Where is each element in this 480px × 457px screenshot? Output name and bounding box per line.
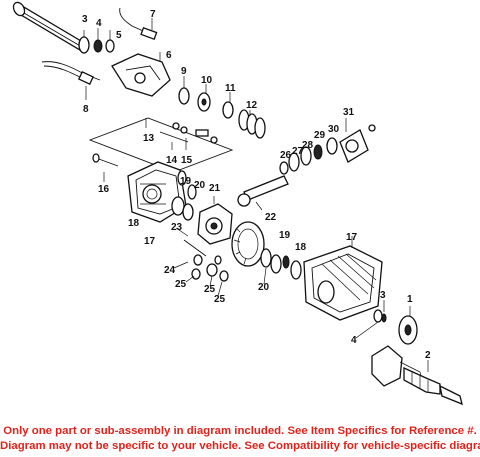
callout-20-left: 20 <box>194 180 206 191</box>
callout-27: 27 <box>292 146 304 157</box>
axle-tube-bracket <box>111 52 171 97</box>
callout-19-right: 19 <box>279 230 291 241</box>
vent-pin <box>92 153 119 182</box>
callout-17-left: 17 <box>144 236 156 247</box>
callout-5: 5 <box>116 30 122 41</box>
callout-20-right: 20 <box>258 282 270 293</box>
callout-labels: 3 4 5 7 6 8 9 10 11 12 13 14 15 16 18 17… <box>82 9 431 361</box>
callout-7: 7 <box>150 9 156 20</box>
callout-28: 28 <box>302 140 314 151</box>
carrier-housing-right <box>303 236 383 321</box>
notice-line-2: Diagram may not be specific to your vehi… <box>0 440 480 452</box>
callout-18: 18 <box>128 218 140 229</box>
seal-bearing-set <box>78 28 115 54</box>
callout-17-right: 17 <box>346 232 358 243</box>
left-axle-shaft <box>12 1 88 51</box>
callout-13: 13 <box>143 133 155 144</box>
notice-line-1: Only one part or sub-assembly in diagram… <box>3 425 477 437</box>
callout-4: 4 <box>96 18 102 29</box>
callout-25-c: 25 <box>214 294 226 305</box>
callout-26: 26 <box>280 150 292 161</box>
callout-25-b: 25 <box>204 284 216 295</box>
callout-16: 16 <box>98 184 110 195</box>
callout-4-right: 4 <box>351 335 357 346</box>
callout-1: 1 <box>407 294 413 305</box>
exploded-parts-diagram: 3 4 5 7 6 8 9 10 11 12 13 14 15 16 18 17… <box>12 1 463 406</box>
callout-8: 8 <box>83 104 89 115</box>
callout-14: 14 <box>166 155 178 166</box>
spider-gears <box>183 239 229 282</box>
callout-18-right: 18 <box>295 242 307 253</box>
cv-axle-shaft <box>371 345 463 406</box>
pinion-yoke-assembly <box>279 118 376 175</box>
callout-11: 11 <box>225 83 236 94</box>
sensor-harness <box>119 7 158 40</box>
callout-25-a: 25 <box>175 279 187 290</box>
locker-actuator <box>88 117 234 173</box>
diff-carrier <box>171 196 233 245</box>
output-flange-set <box>373 300 418 345</box>
callout-3-right: 3 <box>380 290 386 301</box>
wiring-harness-8 <box>41 61 101 100</box>
pinion-gear <box>237 175 289 211</box>
callout-23: 23 <box>171 222 183 233</box>
side-bearings-right <box>260 248 302 280</box>
reference-notice: Only one part or sub-assembly in diagram… <box>0 420 480 457</box>
callout-6: 6 <box>166 50 172 61</box>
callout-15: 15 <box>181 155 193 166</box>
callout-24: 24 <box>164 265 176 276</box>
callout-9: 9 <box>181 66 187 77</box>
callout-30: 30 <box>328 124 340 135</box>
callout-10: 10 <box>201 75 213 86</box>
callout-3: 3 <box>82 14 88 25</box>
callout-31: 31 <box>343 107 355 118</box>
callout-22: 22 <box>265 212 277 223</box>
leader-lines <box>173 227 379 339</box>
callout-29: 29 <box>314 130 326 141</box>
callout-12: 12 <box>246 100 258 111</box>
pinion-bearing-row <box>178 76 266 139</box>
callout-19-left: 19 <box>180 176 192 187</box>
callout-21: 21 <box>209 183 221 194</box>
ring-gear <box>231 221 265 267</box>
callout-2: 2 <box>425 350 431 361</box>
